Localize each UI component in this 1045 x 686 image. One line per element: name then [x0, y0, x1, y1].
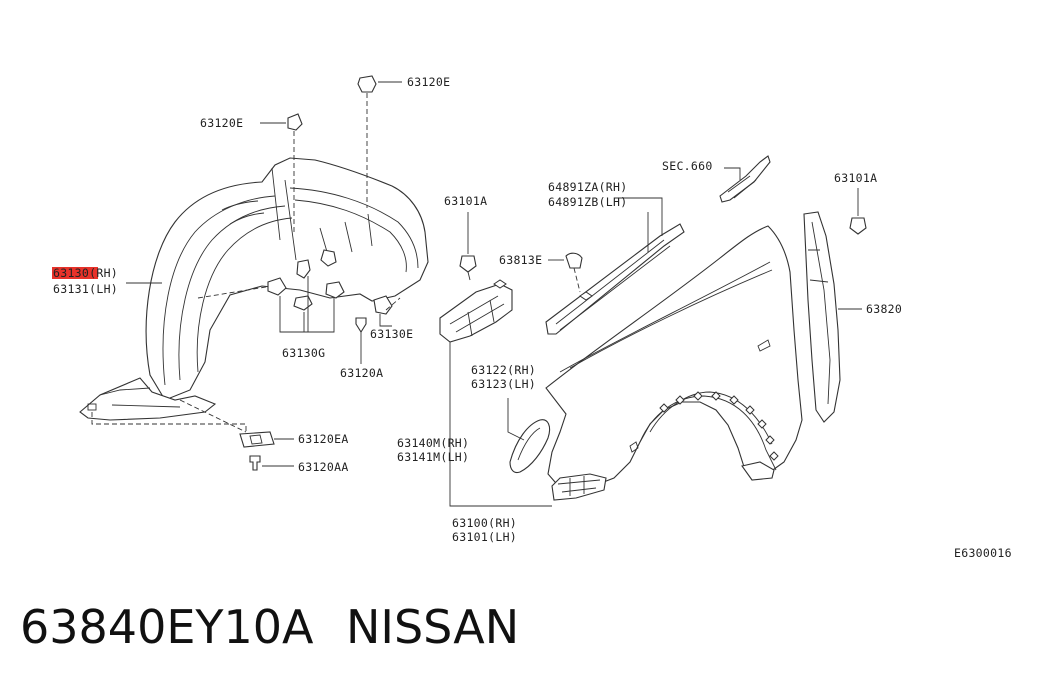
fender-moulding [545, 197, 685, 335]
label-63130e: 63130E [370, 327, 413, 341]
label-63120e-left: 63120E [200, 116, 243, 130]
fasteners [239, 75, 867, 471]
brand-name: NISSAN [346, 600, 520, 654]
sec-660-bracket [719, 155, 771, 203]
label-63120a: 63120A [340, 366, 383, 380]
label-63100: 63100(RH) [452, 516, 517, 530]
part-number: 63840EY10A [20, 600, 314, 654]
label-63101a-right: 63101A [834, 171, 877, 185]
fender-protector [79, 157, 429, 436]
label-sec-660: SEC.660 [662, 159, 713, 173]
fender-seal [803, 211, 862, 423]
label-63130g: 63130G [282, 346, 325, 360]
label-63101a-mid: 63101A [444, 194, 487, 208]
label-63140m: 63140M(RH) [397, 436, 469, 450]
label-64891za: 64891ZA(RH) [548, 180, 627, 194]
label-63130-rh: 63130(RH) [53, 266, 118, 280]
label-63123: 63123(LH) [471, 377, 536, 391]
parts-diagram: 63120E 63120E 63130(RH) 63131(LH) 63130G… [52, 75, 1012, 560]
side-bracket [439, 279, 552, 507]
part-labels: 63120E 63120E 63130(RH) 63131(LH) 63130G… [52, 75, 1012, 560]
label-63131-lh: 63131(LH) [53, 282, 118, 296]
fender-cover [507, 398, 551, 474]
label-63120ea: 63120EA [298, 432, 349, 446]
footer: 63840EY10A NISSAN [20, 598, 1020, 668]
label-63141m: 63141M(LH) [397, 450, 469, 464]
label-63101: 63101(LH) [452, 530, 517, 544]
label-63122: 63122(RH) [471, 363, 536, 377]
diagram-code: E6300016 [954, 546, 1012, 560]
label-63120e-top: 63120E [407, 75, 450, 89]
label-63120aa: 63120AA [298, 460, 349, 474]
label-63820: 63820 [866, 302, 902, 316]
label-64891zb: 64891ZB(LH) [548, 195, 627, 209]
label-highlight [52, 267, 98, 279]
clip-group-icon [267, 249, 345, 311]
label-63813e: 63813E [499, 253, 542, 267]
front-fender [545, 225, 803, 501]
